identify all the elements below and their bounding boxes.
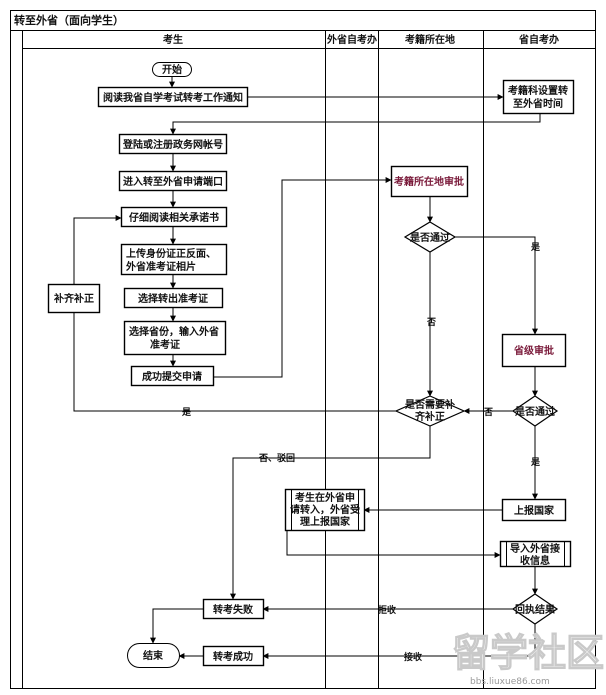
node-report-label: 上报国家	[514, 504, 555, 517]
node-supplement-label: 补齐补正	[53, 292, 94, 305]
lane-header-student: 考生	[163, 33, 183, 46]
watermark-text: 留学社区	[452, 631, 604, 675]
node-read-promise: 仔细阅读相关承诺书	[120, 206, 228, 228]
node-pass2: 是否通过	[511, 395, 559, 427]
node-fail: 转考失败	[202, 598, 265, 620]
watermark: 留学社区 bbs.liuxue86.com	[451, 630, 604, 687]
node-need-supplement-line2: 齐补正	[415, 410, 445, 423]
edge-label-reject: 拒收	[378, 604, 396, 616]
node-select-ticket: 选择转出准考证	[123, 287, 224, 309]
node-upload-line1: 上传身份证正反面、	[126, 247, 216, 260]
node-enter-port: 进入转至外省申请端口	[118, 170, 228, 192]
node-report: 上报国家	[501, 498, 567, 522]
node-import-line2: 收信息	[520, 554, 550, 567]
node-local-review-label: 考籍所在地审批	[394, 175, 464, 188]
node-reply: 回执结果	[511, 593, 559, 625]
edge-label-need-no: 否、驳回	[258, 452, 295, 464]
node-start-label: 开始	[162, 63, 182, 76]
edge-label-pass2-no: 否	[483, 407, 493, 418]
node-submit: 成功提交申请	[130, 365, 215, 387]
node-need-supplement-line1: 是否需要补	[404, 398, 455, 411]
edge-label-supplement-yes: 是	[181, 407, 192, 418]
node-set-time-line2: 至外省时间	[513, 97, 563, 110]
node-import: 导入外省接 收信息	[499, 540, 572, 568]
lane-header-record-location: 考籍所在地	[405, 33, 455, 46]
node-success: 转考成功	[202, 645, 265, 667]
node-read-notice-label: 阅读我省自学考试转考工作通知	[103, 91, 243, 104]
diagram-title: 转至外省（面向学生）	[14, 13, 124, 27]
watermark-url: bbs.liuxue86.com	[470, 677, 550, 687]
node-select-province-line1: 选择省份，输入外省	[129, 325, 219, 338]
node-login-label: 登陆或注册政务网帐号	[122, 138, 223, 151]
node-set-time-line1: 考籍科设置转	[508, 84, 568, 97]
node-upload-line2: 外省准考证相片	[125, 260, 196, 273]
node-success-label: 转考成功	[213, 650, 253, 663]
node-read-promise-label: 仔细阅读相关承诺书	[129, 211, 219, 224]
lane-header-provincial-office: 省自考办	[518, 33, 559, 46]
node-fail-label: 转考失败	[213, 603, 253, 616]
edge-label-accept: 接收	[404, 651, 422, 663]
node-receive: 考生在外省申 请转入，外省受 理上报国家	[284, 488, 366, 532]
edge-label-pass2-yes: 是	[530, 457, 541, 468]
node-pass1-label: 是否通过	[409, 231, 450, 244]
node-province-review: 省级审批	[501, 333, 567, 368]
node-read-notice: 阅读我省自学考试转考工作通知	[97, 86, 249, 108]
node-need-supplement: 是否需要补 齐补正	[394, 395, 466, 427]
node-end-label: 结束	[143, 649, 164, 662]
node-enter-port-label: 进入转至外省申请端口	[123, 175, 223, 188]
node-set-time: 考籍科设置转 至外省时间	[502, 79, 575, 115]
node-supplement: 补齐补正	[47, 283, 101, 314]
node-end: 结束	[127, 643, 180, 668]
node-receive-line2: 请转入，外省受	[290, 503, 360, 516]
node-reply-label: 回执结果	[515, 603, 556, 616]
node-pass2-label: 是否通过	[514, 405, 555, 418]
edge-label-pass1-no: 否	[426, 317, 436, 328]
node-submit-label: 成功提交申请	[142, 370, 202, 383]
lane-header-other-province: 外省自考办	[326, 33, 377, 46]
node-select-province: 选择省份，输入外省 准考证	[123, 320, 227, 356]
node-select-province-line2: 准考证	[150, 338, 180, 351]
node-select-ticket-label: 选择转出准考证	[138, 292, 208, 305]
edge-label-pass1-yes: 是	[530, 242, 541, 253]
connectors	[73, 76, 541, 659]
edge-labels: 是 否 是 否 否、驳回 是 拒收 接收	[181, 242, 541, 663]
node-receive-line1: 考生在外省申	[295, 491, 355, 504]
node-login: 登陆或注册政务网帐号	[118, 133, 228, 155]
node-import-line1: 导入外省接	[510, 542, 560, 555]
swimlane-frame	[10, 10, 596, 689]
node-receive-line3: 理上报国家	[300, 515, 351, 528]
node-local-review: 考籍所在地审批	[390, 165, 469, 198]
node-province-review-label: 省级审批	[513, 344, 554, 357]
node-pass1: 是否通过	[403, 221, 457, 253]
node-upload: 上传身份证正反面、 外省准考证相片	[120, 243, 228, 276]
node-start: 开始	[152, 62, 192, 77]
